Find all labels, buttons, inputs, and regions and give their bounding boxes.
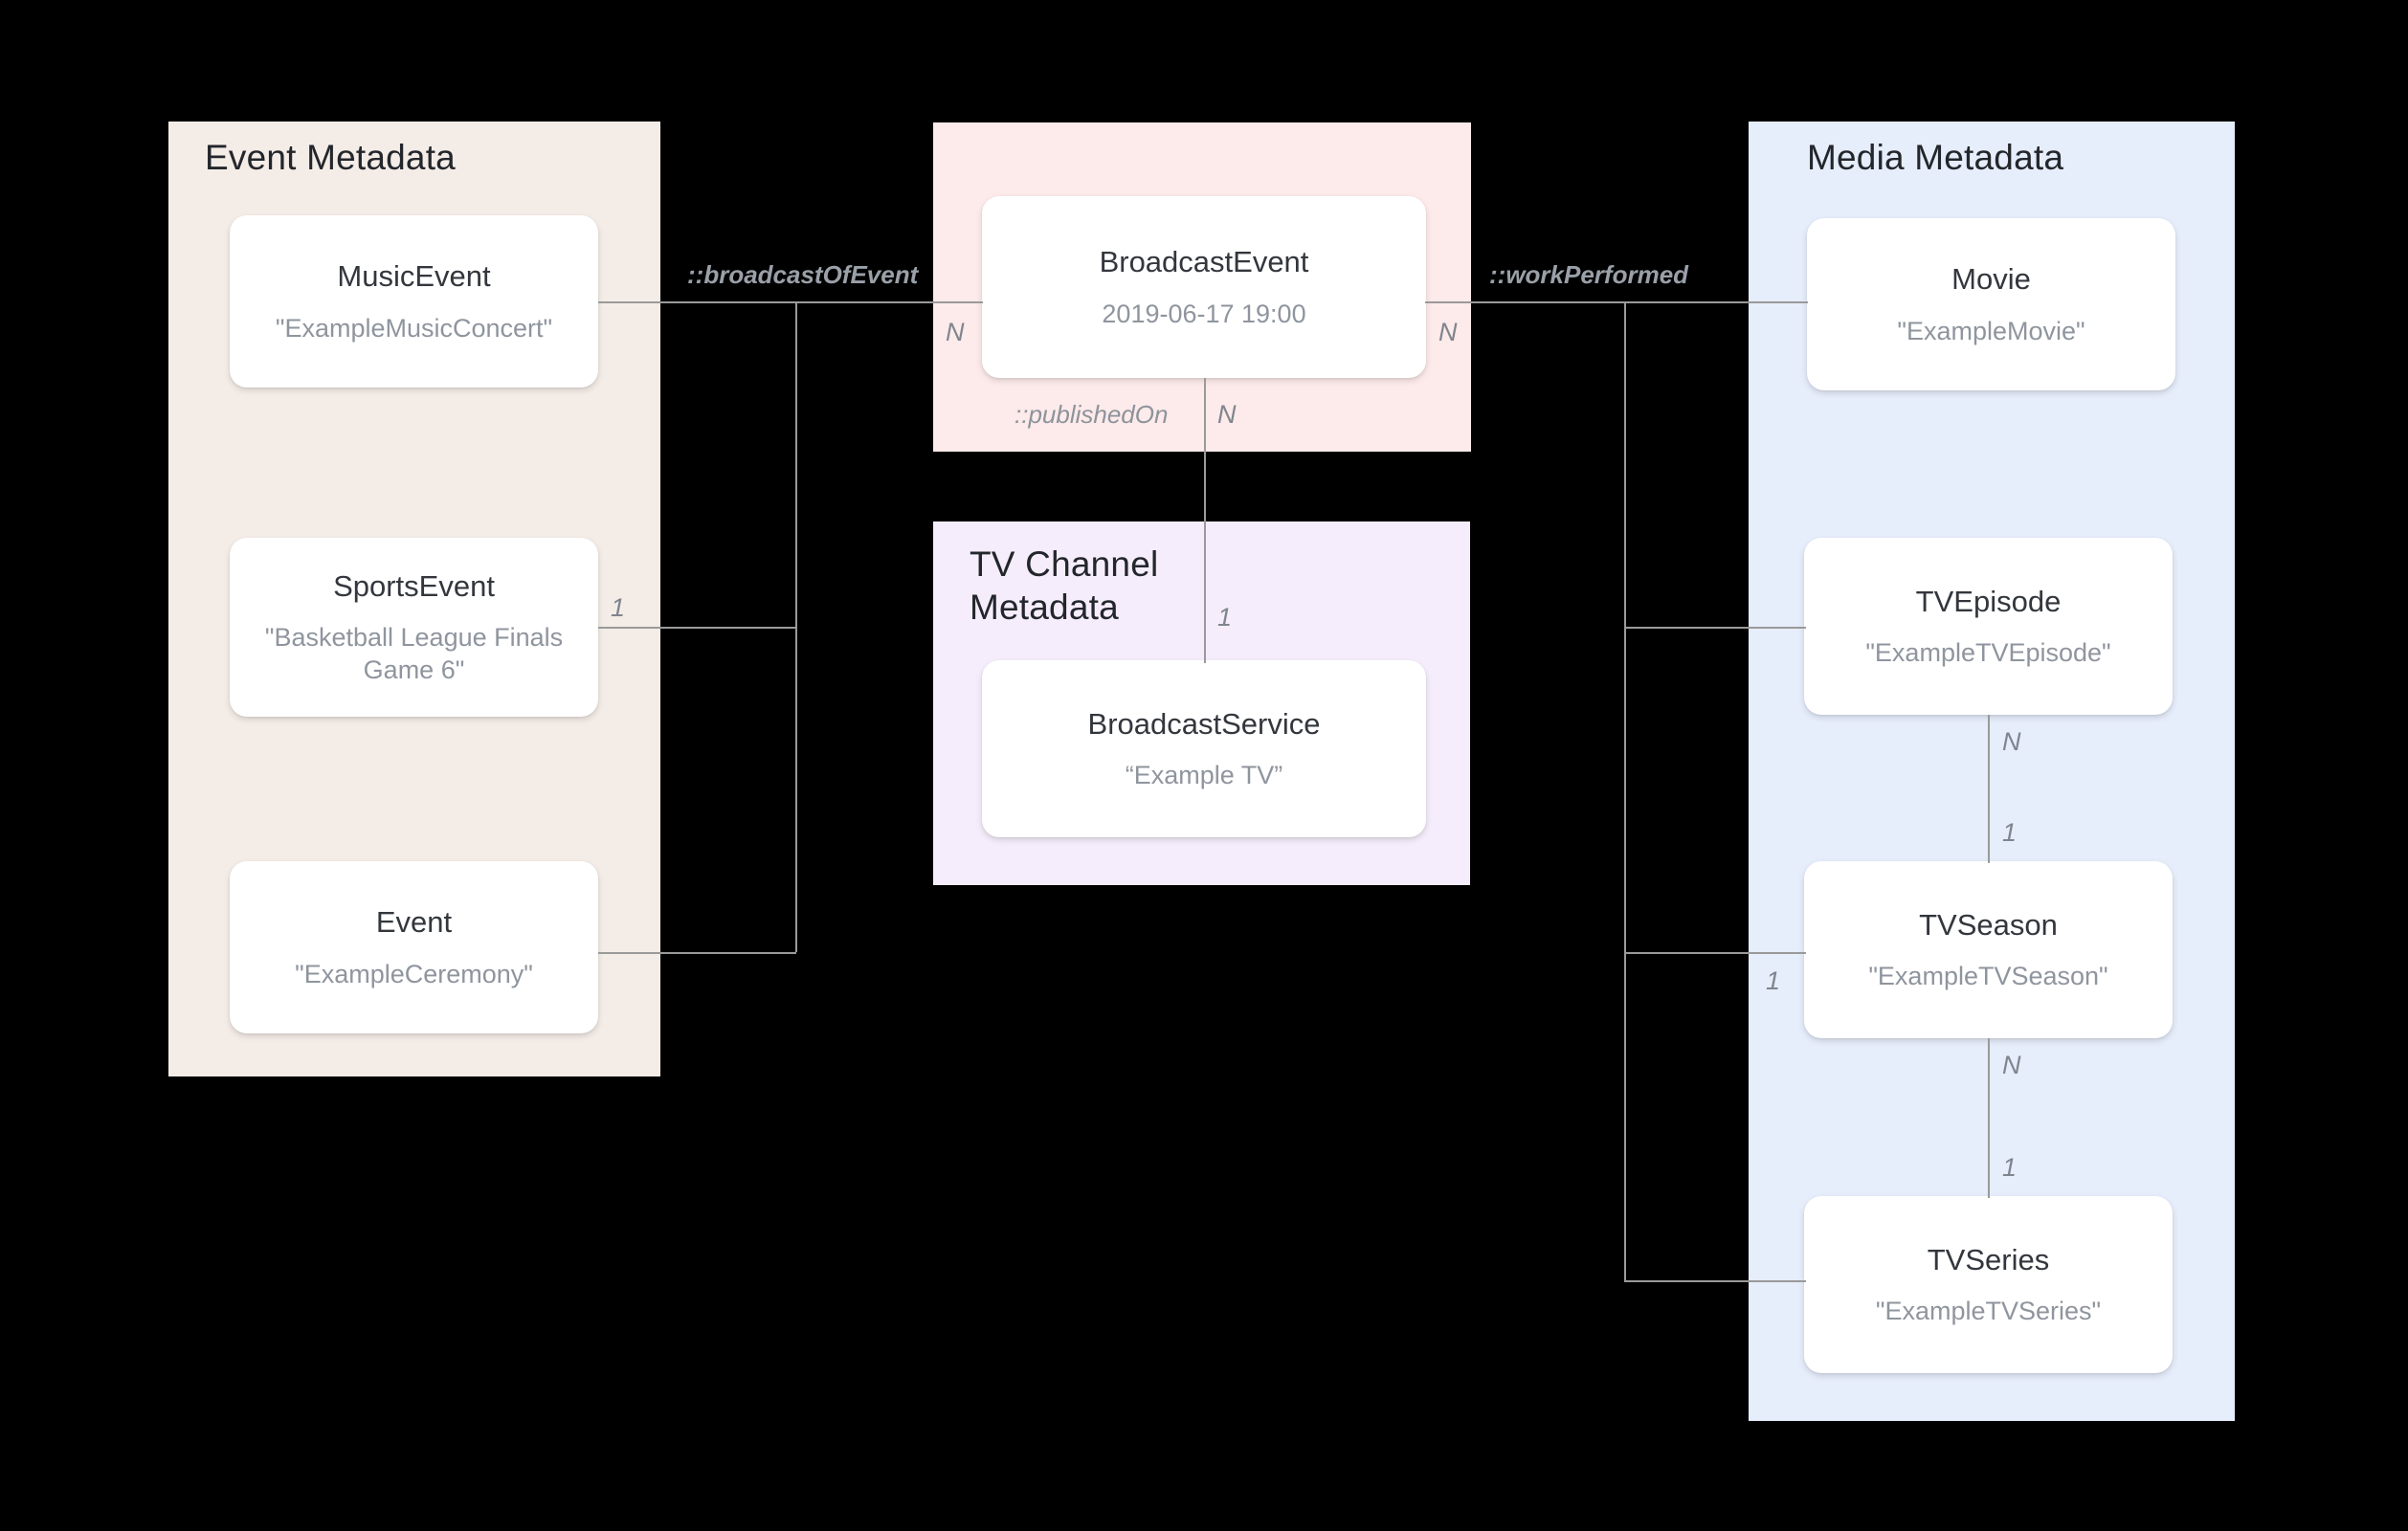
node-tv-series-value: "ExampleTVSeries" xyxy=(1875,1297,2102,1326)
node-music-event[interactable]: MusicEvent "ExampleMusicConcert" xyxy=(230,215,598,388)
connector-broadcast-event-to-broadcast-service xyxy=(1204,378,1206,663)
panel-media-metadata-title: Media Metadata xyxy=(1807,138,2064,177)
cardinality-tv-season-n: N xyxy=(2002,1051,2021,1079)
connector-bus-to-tv-series xyxy=(1624,1280,1806,1282)
edge-label-broadcast-of-event: ::broadcastOfEvent xyxy=(687,260,919,289)
node-broadcast-event-name: BroadcastEvent xyxy=(1099,245,1309,279)
node-event[interactable]: Event "ExampleCeremony" xyxy=(230,861,598,1033)
node-movie-value: "ExampleMovie" xyxy=(1897,316,2085,345)
node-broadcast-service-name: BroadcastService xyxy=(1087,706,1321,741)
connector-bus-to-tv-episode xyxy=(1624,627,1806,629)
panel-event-metadata-title: Event Metadata xyxy=(205,138,456,177)
cardinality-broadcast-event-left-n: N xyxy=(946,318,965,346)
node-tv-episode-name: TVEpisode xyxy=(1915,584,2062,618)
connector-event-to-bus xyxy=(598,952,796,954)
node-tv-season[interactable]: TVSeason "ExampleTVSeason" xyxy=(1804,861,2173,1038)
node-broadcast-service[interactable]: BroadcastService “Example TV” xyxy=(982,660,1426,837)
node-movie-name: Movie xyxy=(1951,262,2031,297)
edge-label-work-performed: ::workPerformed xyxy=(1489,260,1689,289)
connector-broadcast-event-to-movie xyxy=(1425,301,1808,303)
node-broadcast-event[interactable]: BroadcastEvent 2019-06-17 19:00 xyxy=(982,196,1426,378)
node-movie[interactable]: Movie "ExampleMovie" xyxy=(1807,218,2175,390)
node-tv-series-name: TVSeries xyxy=(1927,1242,2050,1276)
node-tv-series[interactable]: TVSeries "ExampleTVSeries" xyxy=(1804,1196,2173,1373)
connector-music-event-to-bus xyxy=(598,301,796,303)
node-broadcast-event-value: 2019-06-17 19:00 xyxy=(1102,299,1306,328)
cardinality-tv-season-one: 1 xyxy=(2002,818,2018,847)
node-tv-episode[interactable]: TVEpisode "ExampleTVEpisode" xyxy=(1804,538,2173,715)
connector-sports-event-to-bus xyxy=(598,627,796,629)
node-tv-episode-value: "ExampleTVEpisode" xyxy=(1865,638,2111,668)
node-event-value: "ExampleCeremony" xyxy=(295,959,533,988)
cardinality-tv-season-left-one: 1 xyxy=(1766,966,1781,995)
node-tv-season-name: TVSeason xyxy=(1919,907,2058,942)
cardinality-broadcast-service-one: 1 xyxy=(1217,603,1233,632)
node-broadcast-service-value: “Example TV” xyxy=(1125,761,1283,790)
connector-tv-season-to-tv-series xyxy=(1988,1038,1990,1198)
panel-tv-channel-metadata-title: TV Channel Metadata xyxy=(970,544,1159,628)
cardinality-tv-series-one: 1 xyxy=(2002,1153,2018,1182)
connector-tv-episode-to-tv-season xyxy=(1988,715,1990,863)
node-sports-event-name: SportsEvent xyxy=(333,568,495,603)
cardinality-tv-episode-n: N xyxy=(2002,727,2021,756)
node-music-event-name: MusicEvent xyxy=(337,259,491,294)
node-tv-season-value: "ExampleTVSeason" xyxy=(1868,962,2108,991)
connector-bus-to-broadcast-event xyxy=(795,301,983,303)
node-event-name: Event xyxy=(375,905,453,940)
connector-left-vertical-bus xyxy=(795,301,797,952)
node-sports-event[interactable]: SportsEvent "Basketball League Finals Ga… xyxy=(230,538,598,717)
connector-right-vertical-bus xyxy=(1624,301,1626,1280)
connector-bus-to-tv-season xyxy=(1624,952,1806,954)
cardinality-published-on-n: N xyxy=(1217,400,1237,429)
edge-label-published-on: ::publishedOn xyxy=(1014,400,1169,429)
cardinality-sports-event-one: 1 xyxy=(611,593,626,622)
node-music-event-value: "ExampleMusicConcert" xyxy=(275,313,553,343)
cardinality-broadcast-event-right-n: N xyxy=(1438,318,1458,346)
node-sports-event-value: "Basketball League Finals Game 6" xyxy=(264,623,564,685)
